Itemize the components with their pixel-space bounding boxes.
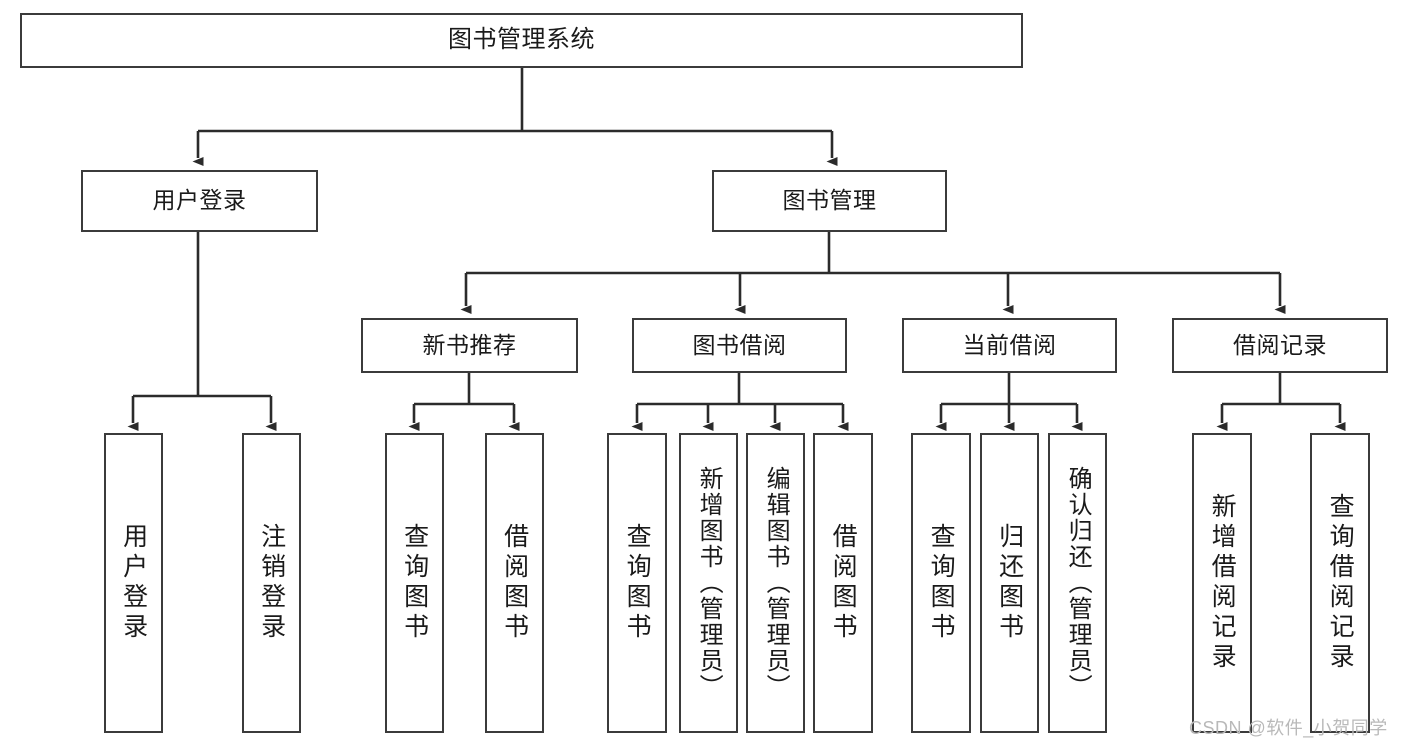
node-label: 借阅图书 bbox=[500, 523, 529, 643]
node-user-login[interactable]: 用户登录 bbox=[81, 170, 318, 232]
node-label: 用户登录 bbox=[119, 523, 148, 643]
node-label: 归还图书 bbox=[995, 523, 1024, 643]
node-label: 当前借阅 bbox=[962, 331, 1057, 358]
node-label: 查询图书 bbox=[927, 523, 956, 643]
leaf-logout[interactable]: 注销登录 bbox=[242, 433, 301, 733]
leaf-query-books-current[interactable]: 查询图书 bbox=[911, 433, 971, 733]
node-label: 图书借阅 bbox=[692, 331, 787, 358]
leaf-edit-book-admin[interactable]: 编辑图书（管理员） bbox=[746, 433, 805, 733]
node-label: 图书管理 bbox=[782, 187, 877, 214]
node-label: 注销登录 bbox=[257, 523, 286, 643]
node-label: 新增借阅记录 bbox=[1208, 493, 1237, 673]
leaf-query-books-borrow[interactable]: 查询图书 bbox=[607, 433, 667, 733]
node-borrow-records[interactable]: 借阅记录 bbox=[1172, 318, 1388, 373]
leaf-query-borrow-record[interactable]: 查询借阅记录 bbox=[1310, 433, 1370, 733]
node-new-book-recommend[interactable]: 新书推荐 bbox=[361, 318, 578, 373]
leaf-borrow-books-recommend[interactable]: 借阅图书 bbox=[485, 433, 544, 733]
leaf-user-login[interactable]: 用户登录 bbox=[104, 433, 163, 733]
leaf-confirm-return-admin[interactable]: 确认归还（管理员） bbox=[1048, 433, 1107, 733]
node-label: 借阅图书 bbox=[829, 523, 858, 643]
node-label: 新书推荐 bbox=[422, 331, 517, 358]
node-book-borrow[interactable]: 图书借阅 bbox=[632, 318, 847, 373]
leaf-borrow-books[interactable]: 借阅图书 bbox=[813, 433, 873, 733]
watermark: CSDN @软件_小贺同学 bbox=[1189, 718, 1388, 738]
node-label: 图书管理系统 bbox=[448, 26, 595, 54]
node-label: 用户登录 bbox=[152, 187, 247, 214]
node-current-borrow[interactable]: 当前借阅 bbox=[902, 318, 1117, 373]
node-label: 查询图书 bbox=[400, 523, 429, 643]
leaf-add-borrow-record[interactable]: 新增借阅记录 bbox=[1192, 433, 1252, 733]
node-book-management[interactable]: 图书管理 bbox=[712, 170, 947, 232]
leaf-query-books-recommend[interactable]: 查询图书 bbox=[385, 433, 444, 733]
node-label: 借阅记录 bbox=[1233, 331, 1327, 358]
node-label: 确认归还（管理员） bbox=[1064, 466, 1092, 700]
node-root-book-management-system[interactable]: 图书管理系统 bbox=[20, 13, 1023, 68]
node-label: 查询借阅记录 bbox=[1326, 493, 1355, 673]
node-label: 编辑图书（管理员） bbox=[762, 466, 790, 700]
node-label: 查询图书 bbox=[623, 523, 652, 643]
node-label: 新增图书（管理员） bbox=[695, 466, 723, 700]
leaf-add-book-admin[interactable]: 新增图书（管理员） bbox=[679, 433, 738, 733]
leaf-return-books[interactable]: 归还图书 bbox=[980, 433, 1039, 733]
